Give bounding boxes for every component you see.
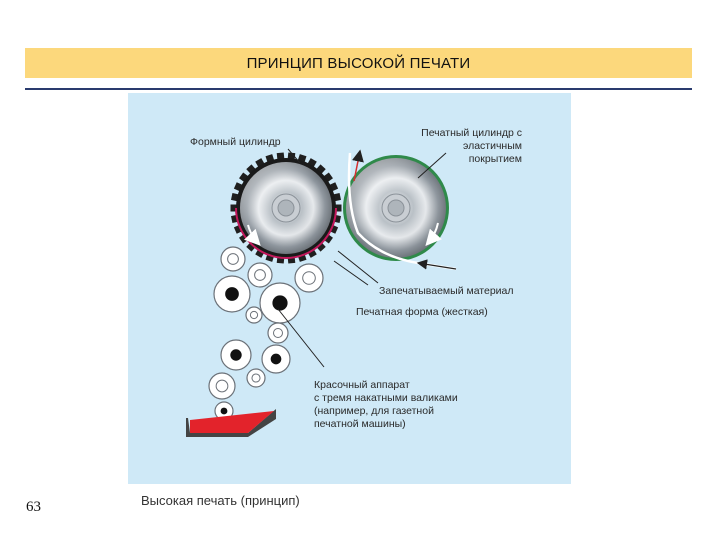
ink-roller-core — [272, 295, 288, 311]
leader-printing-plate — [333, 260, 369, 286]
page-title: ПРИНЦИП ВЫСОКОЙ ПЕЧАТИ — [246, 54, 471, 72]
substrate-exit-arrow — [352, 149, 364, 182]
impression-rotation-arrow — [425, 222, 442, 247]
ink-roller-core — [227, 253, 239, 265]
label-printing-plate: Печатная форма (жесткая) — [356, 306, 488, 318]
printing-plate-edge — [235, 207, 337, 259]
plate-rotation-arrow — [243, 224, 261, 246]
plate-tooth — [334, 204, 342, 212]
plate-tooth — [230, 204, 238, 212]
leader-plate-cylinder — [287, 148, 301, 164]
leader-inking-unit — [277, 308, 325, 368]
ink-roller-core — [273, 328, 283, 338]
title-bar: ПРИНЦИП ВЫСОКОЙ ПЕЧАТИ — [25, 48, 692, 78]
diagram-panel: Формный цилиндр Печатный цилиндр с эласт… — [128, 93, 571, 484]
label-plate-cylinder: Формный цилиндр — [190, 136, 281, 148]
ink-tray — [190, 411, 274, 433]
ink-roller-core — [254, 269, 266, 281]
plate-cylinder — [230, 152, 342, 264]
substrate-sheet — [347, 152, 457, 271]
label-impression-cylinder: Печатный цилиндр с эластичным покрытием — [421, 127, 522, 165]
ink-roller-core — [270, 353, 282, 365]
ink-roller-core — [220, 407, 228, 415]
ink-roller-core — [230, 349, 242, 361]
ink-roller-core — [251, 373, 261, 383]
label-substrate: Запечатываемый материал — [379, 285, 514, 297]
impression-cylinder — [343, 155, 449, 261]
ink-roller-core — [249, 310, 259, 320]
letterpress-diagram — [186, 148, 457, 437]
label-inking-unit: Красочный аппарат с тремя накатными вали… — [314, 379, 458, 430]
leader-printing-plate-2 — [337, 250, 379, 284]
page-number: 63 — [26, 499, 41, 515]
title-underline — [25, 88, 692, 90]
leader-impression-cylinder — [417, 152, 447, 179]
ink-roller-core — [302, 271, 316, 285]
ink-roller-core — [215, 379, 229, 393]
inking-unit — [208, 246, 324, 421]
ink-roller-core — [225, 287, 239, 301]
figure-caption: Высокая печать (принцип) — [141, 493, 300, 508]
substrate-feed-arrow — [416, 259, 457, 270]
